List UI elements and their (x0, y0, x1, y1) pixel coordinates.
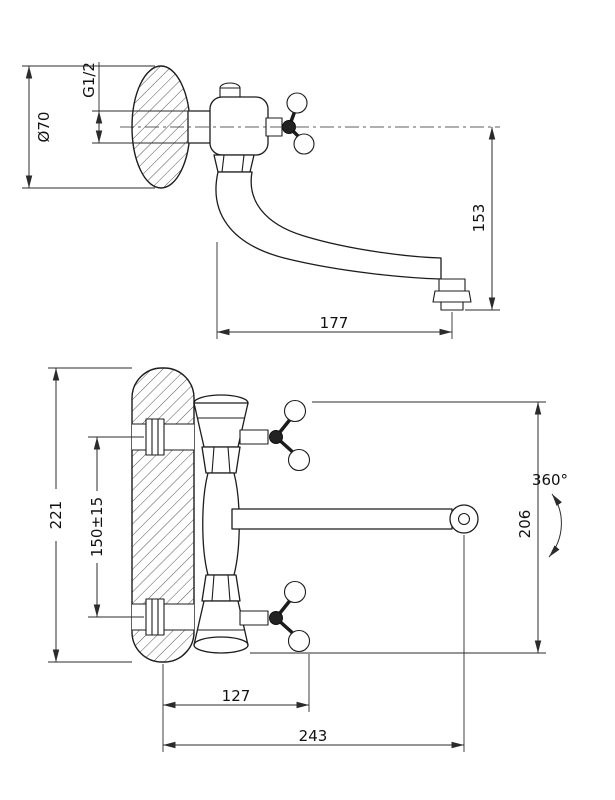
inlet-nut-top (145, 418, 165, 456)
spout-front (231, 508, 453, 530)
dim-handle-offset: 127 (162, 654, 310, 752)
handle-top-ball-down (287, 448, 311, 472)
dim-label-inlet-spacing: 150±15 (88, 497, 106, 557)
dim-label-swivel-angle: 360° (532, 471, 568, 489)
dim-inlet-spacing: 150±15 (86, 436, 144, 618)
dim-overall-height: 221 (45, 367, 132, 663)
handle-ball-top (286, 92, 308, 114)
handle-bottom-stem (239, 610, 269, 626)
handle-side (265, 92, 315, 155)
dim-spout-height: 153 (465, 127, 500, 311)
locknut (213, 154, 255, 173)
dim-label-overall-reach: 243 (299, 727, 328, 745)
handle-top (239, 399, 311, 472)
inlet-nut-bottom (145, 598, 165, 636)
spout-end-opening (457, 512, 471, 526)
front-view: 221 150±15 206 360° (45, 367, 568, 752)
inlet-bottom (132, 598, 194, 636)
dim-thread-size: G1/2 (80, 62, 190, 144)
spout-outlet (432, 278, 472, 311)
hex-nut-bottom (201, 574, 241, 602)
swivel-arrow (548, 493, 562, 558)
handle-bottom-ball-up (283, 580, 307, 604)
handle-top-stem (239, 429, 269, 445)
handle-top-hub (269, 430, 283, 444)
dim-overall-reach: 243 (163, 535, 465, 752)
handle-bottom (239, 580, 311, 653)
valve-body (209, 96, 269, 156)
dim-label-spout-reach: 177 (320, 314, 349, 332)
dim-flange-diameter: Ø70 (22, 65, 155, 189)
dim-body-height: 206 (250, 401, 546, 654)
handle-top-ball-up (283, 399, 307, 423)
side-view: G1/2 Ø70 153 177 (22, 62, 500, 339)
dim-label-thread-size: G1/2 (80, 62, 98, 98)
spout-side (215, 171, 442, 280)
dim-spout-reach: 177 (216, 242, 453, 339)
dim-label-spout-height: 153 (470, 204, 488, 233)
dim-swivel: 360° (532, 471, 568, 558)
handle-bottom-ball-down (287, 629, 311, 653)
dim-label-body-height: 206 (516, 510, 534, 539)
hex-nut-top (201, 446, 241, 474)
spout-end (449, 504, 479, 534)
handle-ball-right (293, 133, 315, 155)
dim-label-flange-diameter: Ø70 (35, 112, 53, 143)
dim-label-overall-height: 221 (47, 501, 65, 530)
handle-bottom-hub (269, 611, 283, 625)
cap-bottom (193, 636, 249, 654)
dim-label-handle-offset: 127 (222, 687, 251, 705)
escutcheon-top (193, 402, 249, 448)
